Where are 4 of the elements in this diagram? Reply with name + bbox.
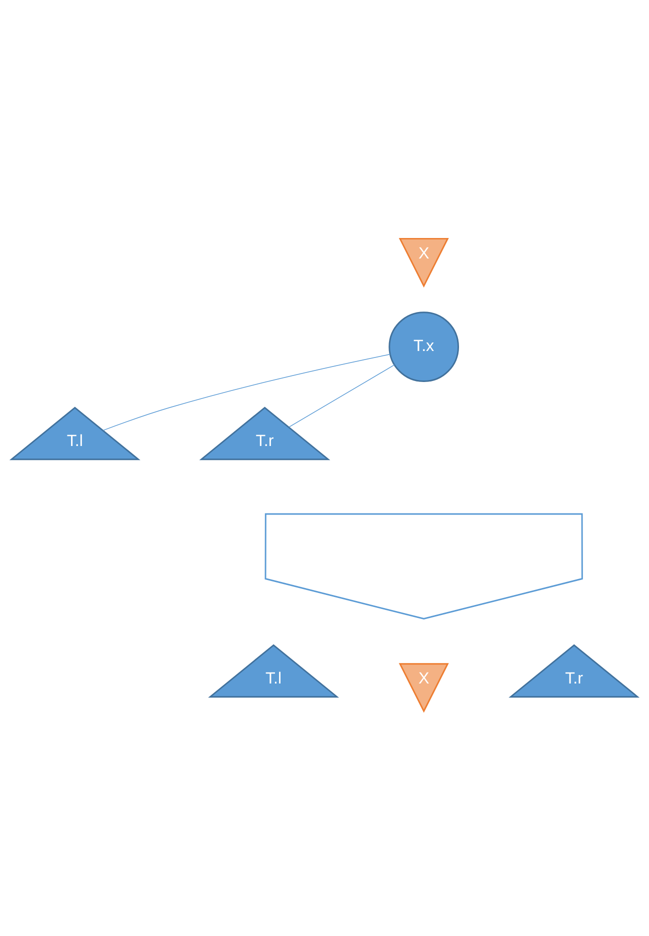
connector bbox=[288, 364, 395, 427]
connector bbox=[102, 353, 391, 430]
node-arrow bbox=[264, 512, 583, 620]
node-circle: T.x bbox=[388, 311, 460, 382]
